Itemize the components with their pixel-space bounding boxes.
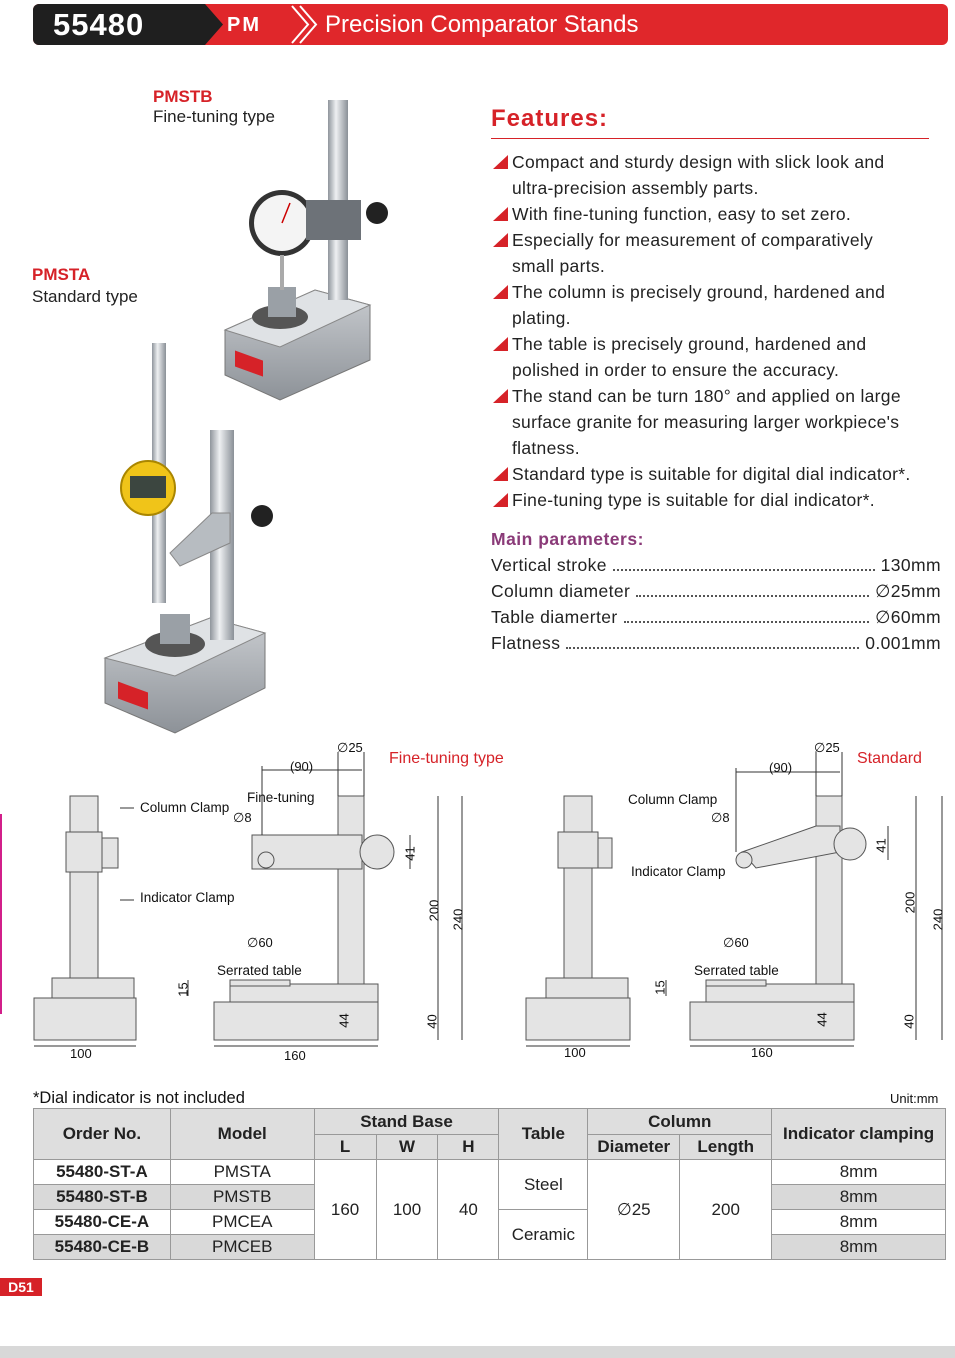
dim-160: 160 bbox=[284, 1048, 306, 1063]
bullet-triangle-icon bbox=[493, 337, 508, 351]
indicator-clamp-label: Indicator Clamp bbox=[140, 890, 235, 905]
dim-240: 240 bbox=[450, 908, 466, 931]
table-row: 55480-CE-B PMCEB 8mm bbox=[33, 1234, 946, 1260]
dim-15: 15 bbox=[175, 982, 191, 997]
table-diameter: ∅60 bbox=[723, 935, 749, 950]
table-row: 55480-ST-B PMSTB 8mm bbox=[33, 1184, 946, 1210]
feature-item: Especially for measurement of comparativ… bbox=[493, 227, 955, 279]
column-clamp-label: Column Clamp bbox=[628, 792, 718, 807]
reach-dimension: (90) bbox=[769, 760, 793, 775]
dim-160: 160 bbox=[751, 1045, 773, 1060]
bullet-triangle-icon bbox=[493, 389, 508, 403]
indicator-clamp-label: Indicator Clamp bbox=[631, 864, 726, 879]
standard-model-label: PMSTA bbox=[32, 265, 91, 284]
features-divider bbox=[491, 138, 929, 139]
bullet-triangle-icon bbox=[493, 467, 508, 481]
unit-label: Unit:mm bbox=[890, 1091, 939, 1106]
header-stand-base: Stand Base bbox=[313, 1108, 500, 1135]
pin-diameter: ∅8 bbox=[233, 810, 252, 825]
header-length: Length bbox=[679, 1134, 773, 1160]
bullet-triangle-icon bbox=[493, 285, 508, 299]
bullet-triangle-icon bbox=[493, 155, 508, 169]
standard-type-label: Standard type bbox=[32, 287, 138, 306]
fine-tuning-label: Fine-tuning bbox=[247, 790, 315, 805]
footnote: *Dial indicator is not included bbox=[33, 1089, 245, 1107]
dim-200: 200 bbox=[902, 891, 918, 914]
header-w: W bbox=[375, 1134, 439, 1160]
header-h: H bbox=[437, 1134, 500, 1160]
side-marker bbox=[0, 814, 2, 1014]
footer-bar bbox=[0, 1346, 955, 1358]
page-number: D51 bbox=[0, 1278, 42, 1296]
table-row: 55480-ST-A PMSTA 160 100 40 Steel ∅25 20… bbox=[33, 1159, 946, 1260]
feature-item: With fine-tuning function, easy to set z… bbox=[493, 201, 955, 227]
feature-item: The table is precisely ground, hardened … bbox=[493, 331, 955, 383]
feature-item: The column is precisely ground, hardened… bbox=[493, 279, 955, 331]
fine-model-label: PMSTB bbox=[153, 87, 213, 106]
header-order: Order No. bbox=[33, 1108, 171, 1160]
page-title: Precision Comparator Stands bbox=[325, 11, 639, 38]
dim-40: 40 bbox=[901, 1014, 917, 1029]
fine-tuning-stand-photo bbox=[223, 100, 388, 401]
standard-stand-photo bbox=[103, 343, 273, 734]
pin-diameter: ∅8 bbox=[711, 810, 730, 825]
header-table: Table bbox=[498, 1108, 589, 1160]
dim-200: 200 bbox=[426, 899, 442, 922]
series-code: PM bbox=[227, 14, 261, 36]
param-row: Table diamerter∅60mm bbox=[491, 607, 941, 627]
dim-15: 15 bbox=[652, 980, 668, 995]
spec-table: Order No. Model Stand Base Table Column … bbox=[33, 1108, 946, 1260]
dim-240: 240 bbox=[930, 908, 946, 931]
chevron-icon bbox=[291, 5, 318, 44]
main-parameters-title: Main parameters: bbox=[491, 529, 644, 549]
table-diameter: ∅60 bbox=[247, 935, 273, 950]
fine-type-label: Fine-tuning type bbox=[153, 107, 275, 126]
feature-item: Fine-tuning type is suitable for dial in… bbox=[493, 487, 955, 513]
fine-diagram-title: Fine-tuning type bbox=[389, 750, 504, 767]
dim-100: 100 bbox=[70, 1046, 92, 1061]
fine-tuning-diagram bbox=[33, 752, 463, 1047]
header-diameter: Diameter bbox=[587, 1134, 681, 1160]
reach-dimension: (90) bbox=[290, 759, 314, 774]
feature-item: Compact and sturdy design with slick loo… bbox=[493, 149, 955, 201]
header-black-tab bbox=[33, 4, 223, 45]
catalog-code: 55480 bbox=[53, 7, 145, 42]
feature-item: The stand can be turn 180° and applied o… bbox=[493, 383, 955, 461]
param-row: Column diameter∅25mm bbox=[491, 581, 941, 601]
standard-diagram bbox=[525, 752, 943, 1047]
dim-41: 41 bbox=[873, 838, 889, 853]
header-column: Column bbox=[587, 1108, 773, 1135]
dim-100: 100 bbox=[564, 1045, 586, 1060]
dim-40: 40 bbox=[424, 1014, 440, 1029]
standard-diagram-title: Standard bbox=[857, 750, 922, 767]
header-l: L bbox=[313, 1134, 377, 1160]
bullet-triangle-icon bbox=[493, 233, 508, 247]
dim-41: 41 bbox=[402, 846, 418, 861]
header-model: Model bbox=[169, 1108, 315, 1160]
dim-44: 44 bbox=[814, 1012, 830, 1027]
feature-item: Standard type is suitable for digital di… bbox=[493, 461, 955, 487]
page-header: 55480 PM Precision Comparator Stands bbox=[33, 4, 948, 45]
dim-44: 44 bbox=[336, 1013, 352, 1028]
bullet-triangle-icon bbox=[493, 493, 508, 507]
features-title: Features: bbox=[491, 105, 609, 132]
column-diameter: ∅25 bbox=[814, 740, 840, 755]
column-clamp-label: Column Clamp bbox=[140, 800, 230, 815]
bullet-triangle-icon bbox=[493, 207, 508, 221]
column-diameter: ∅25 bbox=[337, 740, 363, 755]
serrated-table-label: Serrated table bbox=[694, 963, 779, 978]
serrated-table-label: Serrated table bbox=[217, 963, 302, 978]
header-clamping: Indicator clamping bbox=[771, 1108, 946, 1160]
